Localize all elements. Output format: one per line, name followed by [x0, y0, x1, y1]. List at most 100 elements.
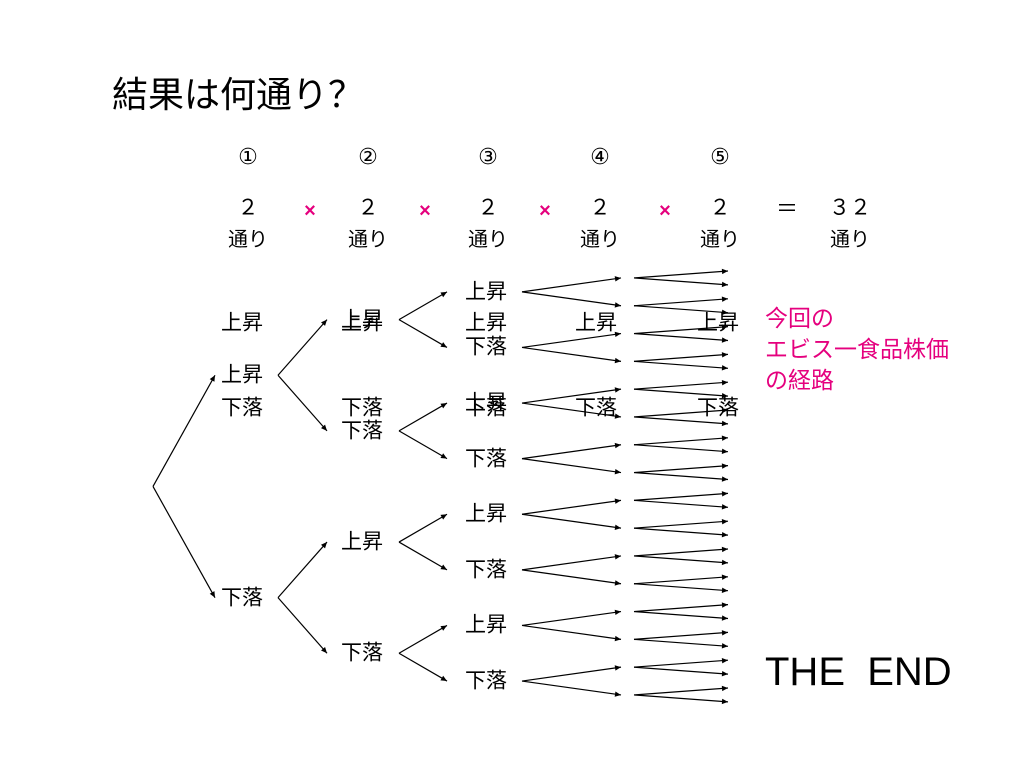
branch-arrow — [398, 319, 448, 348]
path-label-down: 下落 — [221, 396, 263, 420]
branch-arrow — [521, 554, 622, 571]
branch-arrow — [521, 569, 622, 586]
tree-node-label: 下落 — [465, 447, 507, 471]
multiply-sign: × — [539, 200, 551, 222]
branch-arrow — [633, 638, 729, 649]
branch-arrow — [521, 276, 622, 293]
tree-node-label: 上昇 — [465, 502, 507, 526]
branch-arrow — [521, 402, 622, 419]
branch-arrow — [633, 518, 729, 529]
branch-arrow — [633, 296, 729, 307]
tree-node-label: 上昇 — [465, 280, 507, 304]
path-label-down: 下落 — [575, 396, 617, 420]
step-unit: 通り — [228, 229, 268, 251]
result-unit: 通り — [830, 229, 870, 251]
branch-arrow — [398, 513, 448, 543]
branch-arrow — [277, 541, 328, 599]
tree-node-label: 下落 — [221, 586, 263, 610]
multiply-sign: × — [659, 200, 671, 222]
branch-arrow — [633, 574, 729, 585]
slide-title: 結果は何通り？ — [112, 74, 365, 115]
branch-arrow — [521, 291, 622, 308]
path-label-down: 下落 — [465, 396, 507, 420]
branch-arrow — [633, 666, 729, 677]
branch-arrow — [521, 609, 622, 627]
branch-arrow — [277, 374, 328, 432]
step-count: ２ — [589, 196, 611, 220]
branch-arrow — [521, 665, 622, 682]
branch-arrow — [633, 657, 729, 668]
branch-arrow — [633, 602, 729, 613]
branch-arrow — [633, 324, 729, 335]
branch-arrow — [633, 332, 729, 343]
branch-arrow — [633, 463, 729, 474]
branch-arrow — [152, 486, 216, 598]
branch-arrow — [277, 597, 328, 654]
equals-sign: ＝ — [775, 196, 799, 221]
branch-arrow — [521, 331, 622, 349]
branch-arrow — [633, 694, 729, 705]
branch-arrow — [398, 541, 448, 571]
branch-arrow — [633, 379, 729, 390]
result-count: ３２ — [829, 196, 871, 220]
tree-node-label: 下落 — [341, 641, 383, 665]
branch-arrow — [277, 319, 328, 376]
branch-arrow — [521, 442, 622, 460]
tree-node-label: 下落 — [465, 558, 507, 582]
tree-node-label: 上昇 — [341, 308, 383, 332]
step-count: ２ — [477, 196, 499, 220]
path-note-line: の経路 — [765, 367, 834, 393]
branch-arrow — [633, 444, 729, 454]
branch-arrow — [521, 346, 622, 364]
step-count: ２ — [709, 196, 731, 220]
branch-arrow — [633, 546, 729, 557]
multiply-sign: × — [304, 200, 316, 222]
step-number: ⑤ — [710, 144, 730, 169]
step-count: ２ — [237, 196, 259, 220]
tree-node-label: 上昇 — [221, 363, 263, 387]
tree-node-label: 上昇 — [341, 530, 383, 554]
path-note: 今回の エビス一食品株価 の経路 — [765, 303, 949, 396]
branch-arrow — [398, 402, 448, 432]
path-note-line: 今回の — [765, 305, 834, 331]
branch-arrow — [633, 360, 729, 371]
branch-arrow — [633, 416, 729, 427]
tree-branches — [152, 268, 729, 705]
path-label-up: 上昇 — [575, 311, 617, 335]
step-number: ① — [238, 144, 258, 169]
tree-node-label: 下落 — [465, 669, 507, 693]
branch-arrow — [633, 583, 729, 593]
path-label-up: 上昇 — [221, 311, 263, 335]
branch-arrow — [633, 610, 729, 621]
branch-arrow — [633, 407, 729, 418]
branch-arrow — [398, 291, 448, 321]
branch-arrow — [398, 430, 448, 460]
branch-arrow — [398, 624, 448, 654]
step-number: ③ — [478, 144, 498, 169]
step-unit: 通り — [700, 229, 740, 251]
branch-arrow — [152, 374, 216, 487]
branch-arrow — [633, 352, 729, 362]
tree-node-label: 下落 — [341, 419, 383, 443]
branch-arrow — [633, 277, 729, 288]
branch-arrow — [521, 387, 622, 404]
tree-node-label: 上昇 — [465, 391, 507, 415]
branch-arrow — [521, 624, 622, 642]
path-note-line: エビス一食品株価 — [765, 336, 949, 362]
branch-arrow — [633, 555, 729, 566]
branch-arrow — [633, 388, 729, 399]
step-number: ② — [358, 144, 378, 169]
branch-arrow — [521, 680, 622, 697]
path-label-down: 下落 — [341, 396, 383, 420]
branch-arrow — [398, 652, 448, 682]
branch-arrow — [633, 491, 729, 501]
path-label-up: 上昇 — [341, 311, 383, 335]
branch-arrow — [521, 498, 622, 515]
step-count: ２ — [357, 196, 379, 220]
branch-arrow — [521, 458, 622, 475]
path-label-down: 下落 — [697, 396, 739, 420]
tree-node-label: 下落 — [465, 335, 507, 359]
path-label-up: 上昇 — [465, 311, 507, 335]
